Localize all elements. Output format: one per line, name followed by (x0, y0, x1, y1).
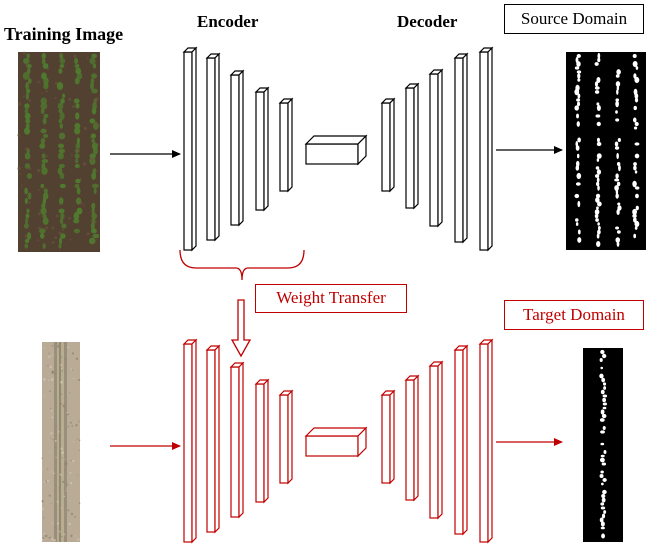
source-training-image (17, 51, 100, 252)
training-image-label: Training Image (4, 24, 124, 44)
down-arrow-icon (230, 299, 252, 358)
decoder-layer (478, 46, 494, 252)
encoder-layer (278, 97, 294, 193)
decoder-layer (478, 338, 494, 544)
decoder-layer (404, 82, 420, 210)
target-domain-label: Target Domain (504, 300, 644, 330)
decoder-layer (453, 52, 469, 244)
decoder-layer (428, 360, 444, 520)
target-output-mask (583, 348, 623, 542)
decoder-layer (453, 344, 469, 536)
encoder-layer (229, 69, 245, 227)
source-output-mask (566, 52, 646, 250)
target-network (182, 338, 494, 544)
source-domain-label: Source Domain (504, 4, 644, 34)
encoder-layer (254, 378, 270, 504)
decoder-layer (428, 68, 444, 228)
encoder-layer (254, 86, 270, 212)
encoder-layer (278, 389, 294, 485)
encoder-layer (182, 46, 198, 252)
encoder-label: Encoder (197, 12, 259, 31)
bottleneck-block (304, 134, 368, 166)
bracket-icon (179, 249, 305, 281)
decoder-layer (380, 389, 396, 485)
decoder-layer (380, 97, 396, 193)
crop-rows (17, 51, 100, 251)
encoder-layer (205, 344, 221, 534)
target-training-image (41, 342, 81, 542)
encoder-layer (229, 361, 245, 519)
encoder-layer (182, 338, 198, 544)
decoder-label: Decoder (397, 12, 458, 31)
soil-texture (41, 342, 81, 542)
decoder-layer (404, 374, 420, 502)
bottleneck-block (304, 426, 368, 458)
weight-transfer-label: Weight Transfer (255, 284, 407, 313)
encoder-layer (205, 52, 221, 242)
source-network (182, 46, 494, 252)
